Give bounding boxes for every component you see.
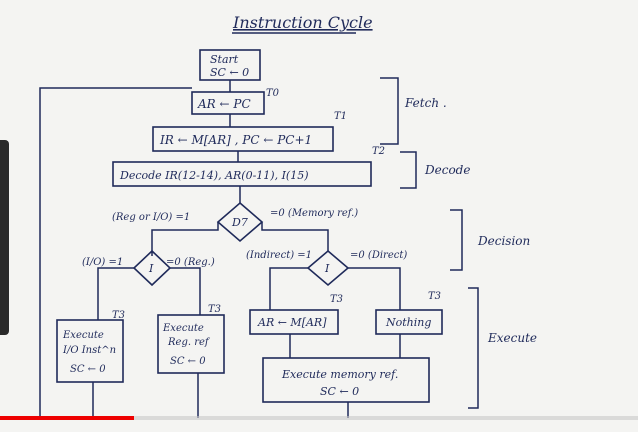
ar-mar-box — [249, 309, 339, 335]
start-label: Start — [210, 53, 239, 66]
fetch-phase-label: Fetch . — [404, 96, 447, 110]
i-right-label: I — [324, 262, 330, 275]
ir-mar-label: IR ← M[AR] , PC ← PC+1 — [159, 133, 312, 147]
t3-ind-label: T3 — [330, 294, 343, 305]
i-right-to-indirect — [269, 267, 308, 310]
execute-reg-line1: Execute — [162, 323, 204, 334]
execute-io-line2: I/O Inst^n — [62, 345, 116, 356]
decode-bracket — [400, 151, 417, 189]
i-left-to-io — [97, 267, 134, 320]
loop-back-line — [39, 87, 192, 420]
d7-decision — [216, 201, 264, 243]
t1-label: T1 — [334, 111, 347, 122]
decode-phase-label: Decode — [424, 163, 470, 177]
execute-io-line3: SC ← 0 — [70, 364, 106, 375]
execute-reg-line3: SC ← 0 — [170, 356, 206, 367]
i-right-to-direct — [348, 267, 401, 310]
i-left-label: I — [148, 262, 154, 275]
ir-mar-box — [152, 126, 334, 152]
i-right-decision — [306, 249, 350, 287]
decode-box — [112, 161, 372, 187]
t2-label: T2 — [372, 146, 385, 157]
t3-io-label: T3 — [112, 310, 125, 321]
start-sc-label: SC ← 0 — [210, 66, 249, 79]
ar-pc-label: AR ← PC — [197, 97, 251, 111]
execute-memory-line1: Execute memory ref. — [281, 368, 398, 381]
left-edge-clip — [0, 140, 9, 335]
i-left-to-reg — [170, 267, 201, 315]
execute-io-box — [56, 319, 124, 383]
fetch-bracket — [380, 77, 399, 145]
ar-mar-label: AR ← M[AR] — [257, 316, 327, 329]
indirect-branch-label: (Indirect) =1 — [246, 250, 312, 261]
d7-left-branch — [151, 222, 219, 256]
reg-io-branch-label: (Reg or I/O) =1 — [112, 212, 190, 223]
direct-branch-label: =0 (Direct) — [350, 250, 407, 261]
d7-right-branch — [261, 222, 329, 251]
d7-label: D7 — [231, 216, 248, 229]
execute-io-line1: Execute — [62, 330, 104, 341]
nothing-label: Nothing — [385, 316, 431, 329]
execute-bracket — [468, 287, 479, 409]
io-branch-label: (I/O) =1 — [82, 257, 123, 268]
execute-memory-box — [262, 357, 430, 403]
decode-label: Decode IR(12-14), AR(0-11), I(15) — [119, 169, 309, 182]
execute-reg-line2: Reg. ref — [167, 337, 211, 348]
reg-branch-label: =0 (Reg.) — [166, 257, 215, 268]
t0-label: T0 — [266, 88, 280, 99]
t3-dir-label: T3 — [428, 291, 441, 302]
video-progress-bar[interactable] — [0, 416, 638, 420]
ar-pc-box — [191, 91, 265, 115]
memory-ref-branch-label: =0 (Memory ref.) — [270, 208, 358, 219]
nothing-box — [375, 309, 443, 335]
diagram-title: Instruction Cycle — [232, 13, 373, 32]
video-progress-fill — [0, 416, 134, 420]
decision-bracket — [450, 209, 463, 271]
t3-reg-label: T3 — [208, 304, 221, 315]
execute-memory-line2: SC ← 0 — [320, 385, 359, 398]
execute-phase-label: Execute — [487, 331, 537, 345]
execute-reg-box — [157, 314, 225, 374]
i-left-decision — [132, 249, 172, 287]
decision-phase-label: Decision — [477, 234, 530, 248]
